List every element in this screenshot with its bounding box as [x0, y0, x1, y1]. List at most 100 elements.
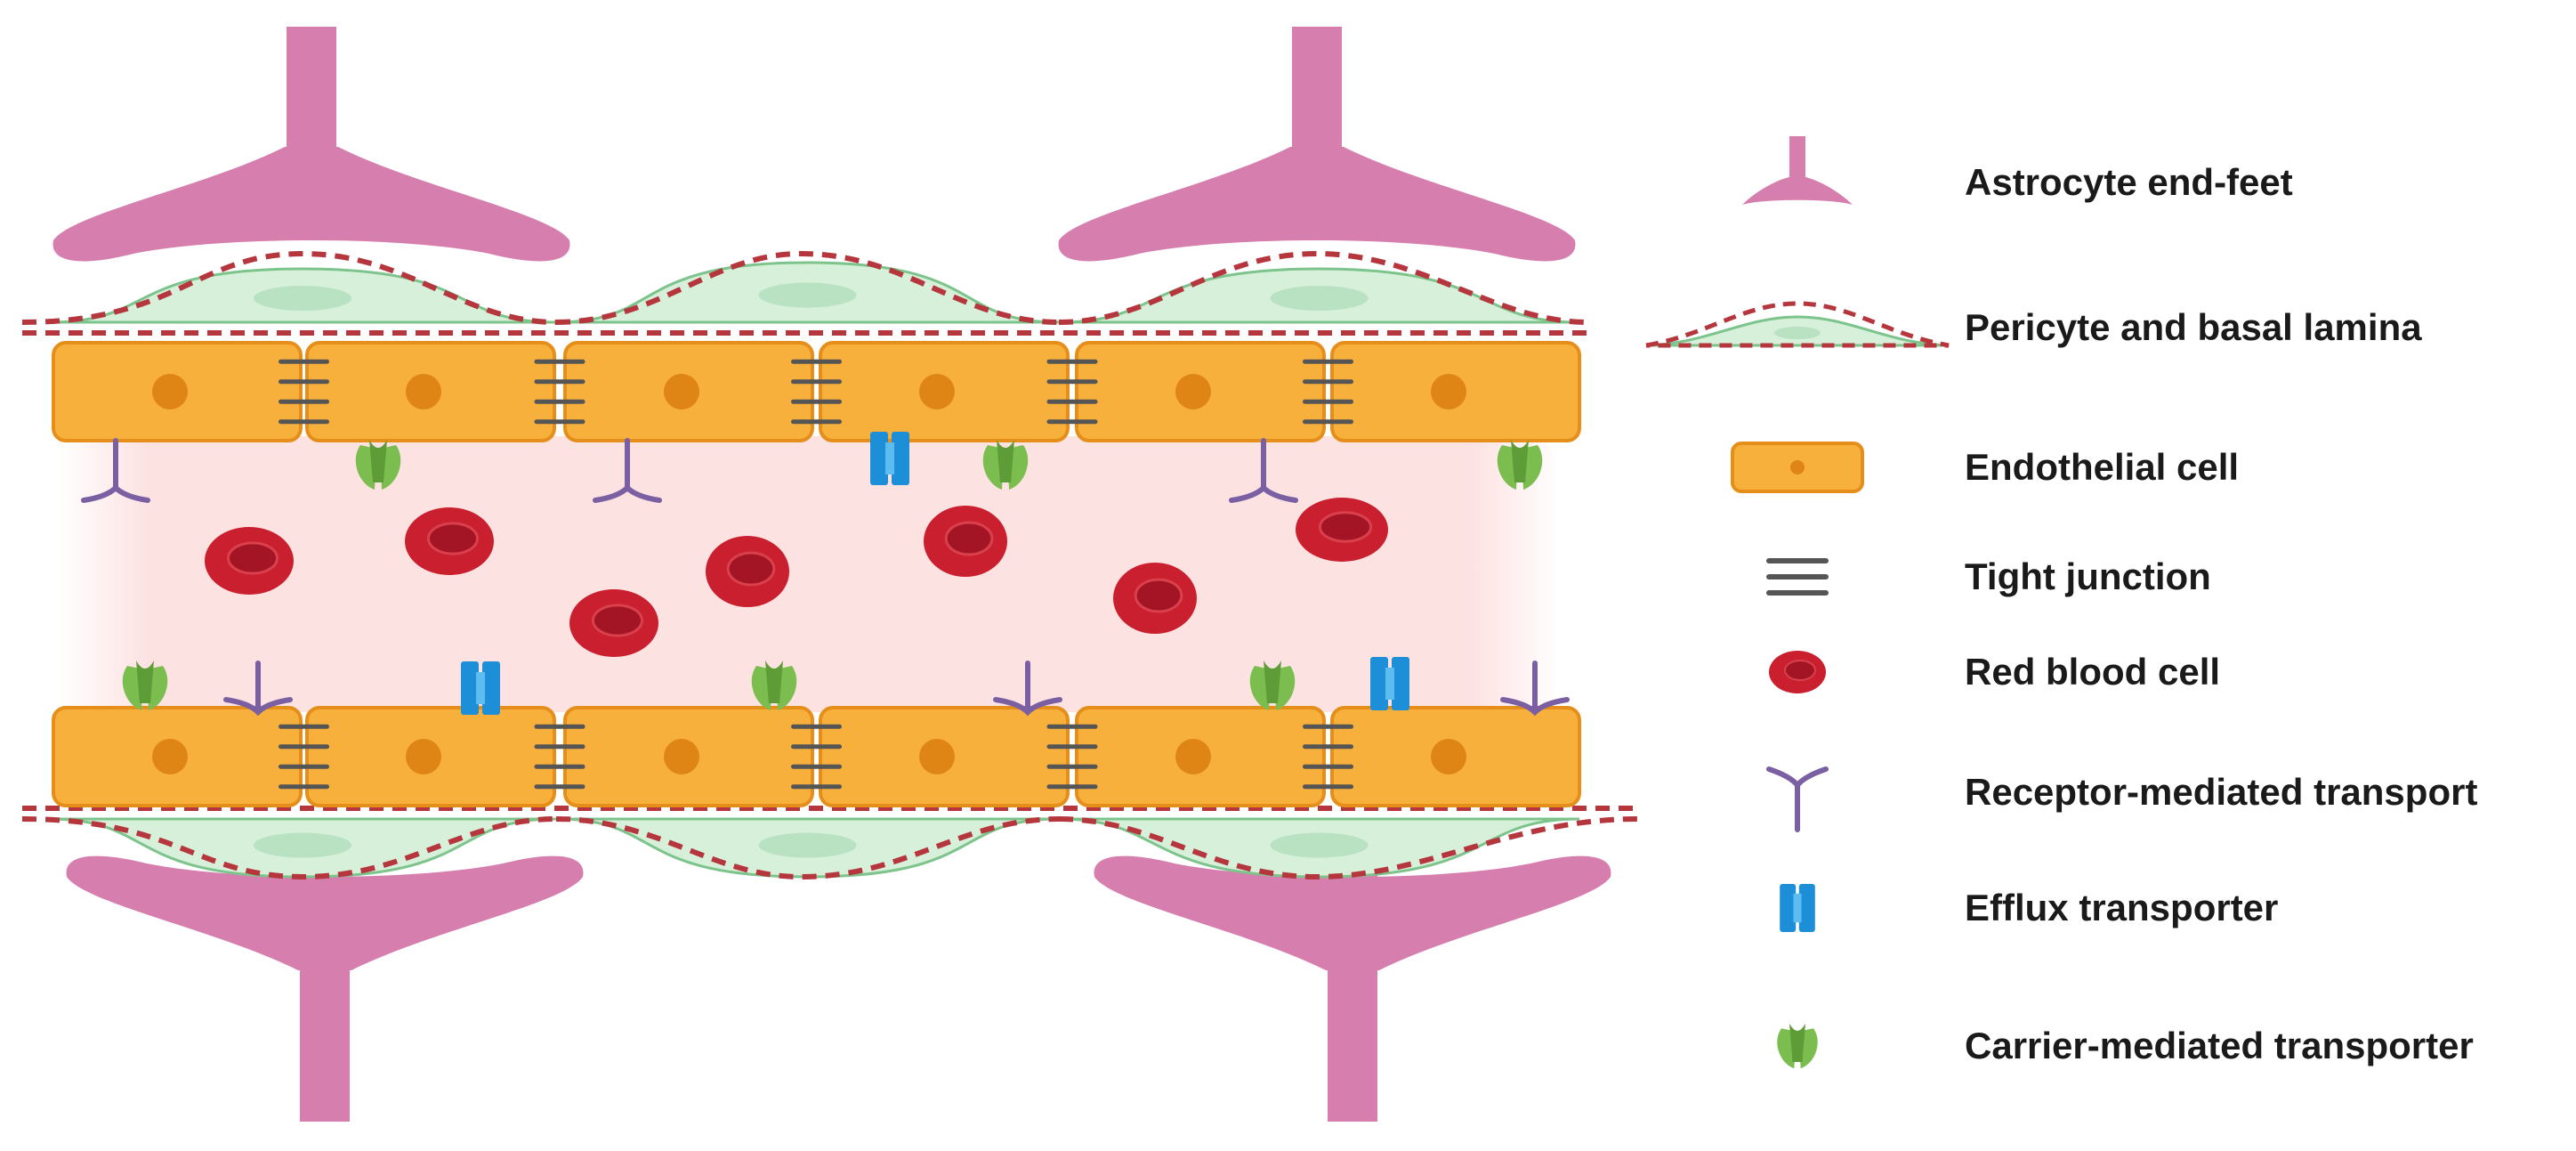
carrier-transporter-icon: [1249, 661, 1296, 710]
endothelial-cell: [1075, 706, 1326, 807]
carrier-center: [1789, 1023, 1805, 1062]
basal-lamina: [1058, 816, 1638, 880]
pericyte-nucleus: [254, 832, 351, 858]
legend-item-pericyte: Pericyte and basal lamina: [1645, 301, 2422, 348]
legend-item-efflux: Efflux transporter: [1780, 884, 2278, 932]
tight-junction: [1303, 724, 1353, 790]
carrier-transporter-icon: [1777, 1023, 1818, 1069]
pericyte-icon-lamina: [1645, 301, 1950, 348]
legend-label-receptor: Receptor-mediated transport: [1965, 771, 2477, 813]
pericyte: [48, 267, 557, 324]
receptor-arms: [223, 697, 293, 717]
pericyte-nucleus: [1270, 286, 1369, 311]
rbc-icon-center: [1784, 660, 1816, 681]
endothelial-cell: [1330, 706, 1581, 807]
legend-item-carrier: Carrier-mediated transporter: [1777, 1023, 2474, 1069]
receptor-arms: [81, 483, 150, 503]
efflux-right: [892, 432, 909, 485]
rbc-center: [726, 551, 776, 587]
red-blood-cell: [569, 589, 658, 657]
astrocyte-foot: [1094, 855, 1611, 970]
tight-junctions-top: [279, 359, 1353, 425]
tight-junction: [1046, 724, 1098, 790]
endothelial-cell: [305, 341, 556, 442]
receptor-arms: [1500, 697, 1570, 717]
astrocyte-icon: [1742, 136, 1853, 205]
pericyte: [555, 261, 1060, 324]
basal-lamina: [21, 816, 557, 880]
efflux-channel: [1793, 893, 1802, 923]
carrier-transporter-icon: [122, 661, 168, 710]
endothelial-cell-icon: [1731, 442, 1864, 493]
red-blood-cells: [205, 498, 1388, 657]
efflux-channel: [1385, 668, 1394, 700]
endothelial-row-bottom: [52, 706, 1581, 807]
astrocyte-end-foot: [66, 855, 584, 1122]
red-blood-cell-icon: [1769, 651, 1826, 693]
endothelial-nucleus: [1431, 739, 1466, 774]
pericyte-nucleus: [758, 832, 857, 858]
tight-junction: [1046, 359, 1098, 425]
astrocyte-icon-stem: [1789, 136, 1805, 182]
carrier-center: [1264, 661, 1281, 703]
receptor-icon-arms: [1766, 766, 1829, 790]
carrier-center: [997, 440, 1014, 482]
efflux-transporter-icon: [1370, 657, 1409, 710]
receptor-icon: [223, 661, 293, 717]
astrocytes-bottom: [66, 855, 1611, 1122]
legend-item-receptor: Receptor-mediated transport: [1766, 766, 2477, 832]
tight-junction: [534, 724, 585, 790]
vessel-lumen: [58, 436, 1562, 712]
tight-junction: [279, 359, 329, 425]
endothelial-cell: [819, 341, 1070, 442]
rbc-center: [227, 541, 279, 575]
pericyte-icon: [1645, 301, 1950, 348]
pericytes-bottom: [21, 806, 1638, 880]
pericyte-nucleus: [1270, 832, 1369, 858]
endothelial-cell: [819, 706, 1070, 807]
red-blood-cell: [205, 527, 294, 595]
efflux-channel: [885, 442, 894, 474]
rbc-center: [944, 521, 994, 556]
pericyte: [1058, 817, 1580, 879]
endothelial-nucleus: [406, 739, 441, 774]
endothelial-nucleus: [152, 739, 188, 774]
endothelial-nucleus: [664, 374, 699, 409]
astrocyte-end-foot: [1094, 855, 1611, 1122]
carrier-transporter-icon: [751, 661, 797, 710]
red-blood-cell: [1113, 563, 1197, 634]
efflux-transporter-icon: [1780, 884, 1815, 932]
efflux-left: [870, 432, 888, 485]
endothelial-row-top: [52, 341, 1581, 442]
receptor-icon: [1766, 766, 1829, 832]
legend-item-rbc: Red blood cell: [1769, 651, 2220, 693]
efflux-right: [1798, 884, 1815, 932]
efflux-right: [1392, 657, 1409, 710]
receptor-icon: [993, 661, 1062, 717]
receptor-icon: [593, 438, 662, 503]
rbc-center: [427, 522, 479, 555]
tight-junctions-bottom: [279, 724, 1353, 790]
rbc-center: [1134, 578, 1183, 613]
legend-label-astrocyte: Astrocyte end-feet: [1965, 161, 2293, 203]
tight-junction: [1303, 359, 1353, 425]
rbc-center: [592, 604, 643, 637]
carrier-transporter-icon: [1497, 440, 1543, 490]
pericyte-icon-nucleus: [1774, 327, 1821, 339]
receptor-arms: [1229, 483, 1298, 503]
astrocyte-foot: [66, 855, 584, 970]
vessel-cross-section: [21, 27, 1638, 1122]
pericyte-nucleus: [758, 282, 857, 308]
tight-junction-icon: [1766, 558, 1829, 596]
legend-label-tight: Tight junction: [1965, 555, 2211, 597]
legend-label-efflux: Efflux transporter: [1965, 887, 2278, 928]
endothelial-nucleus: [1175, 739, 1211, 774]
efflux-transporter-icon: [1780, 884, 1815, 932]
endothelial-nucleus: [664, 739, 699, 774]
efflux-right: [482, 661, 500, 715]
carrier-transporter-icon: [1777, 1023, 1818, 1069]
endothelial-cell: [52, 341, 303, 442]
endothelial-nucleus: [919, 739, 955, 774]
basal-lamina: [1058, 250, 1589, 325]
